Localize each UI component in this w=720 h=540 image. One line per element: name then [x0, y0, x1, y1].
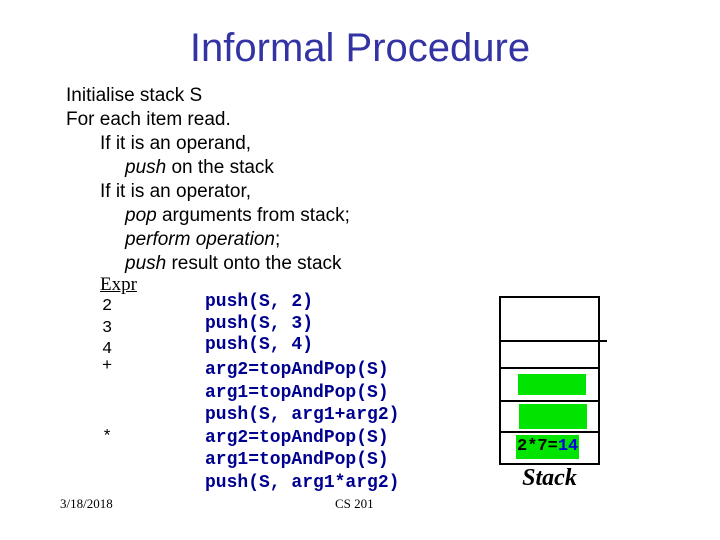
keyword-pop: pop — [125, 205, 157, 226]
expr-item-plus: + — [102, 357, 113, 376]
code-line-arg1-pop-a: arg1=topAndPop(S) — [205, 383, 389, 403]
slide-title: Informal Procedure — [189, 26, 531, 70]
stack-diagram: 2*7=14 — [499, 296, 607, 465]
procedure-text: result onto the stack — [166, 253, 342, 274]
result-expression: 2*7= — [517, 437, 558, 456]
footer-course: CS 201 — [335, 496, 374, 511]
result-value: 14 — [557, 437, 579, 456]
procedure-text: on the stack — [166, 157, 274, 178]
stack-cell-result: 2*7=14 — [501, 433, 598, 463]
code-line-push3: push(S, 3) — [205, 314, 314, 334]
stack-cell-empty-2 — [501, 342, 598, 369]
procedure-line-1: Initialise stack S — [66, 84, 202, 108]
keyword-push: push — [125, 253, 167, 274]
expr-item-3: 3 — [102, 319, 113, 338]
procedure-line-6: pop arguments from stack; — [125, 204, 350, 228]
stack-cell-filled-2 — [501, 402, 598, 433]
procedure-text: Initialise stack S — [66, 85, 203, 106]
stack-fill-rect — [518, 374, 586, 395]
expr-item-4: 4 — [102, 340, 113, 359]
keyword-perform-operation: perform operation — [125, 229, 275, 250]
procedure-text: arguments from stack; — [156, 205, 350, 226]
code-line-arg1-pop-b: arg1=topAndPop(S) — [205, 450, 389, 470]
procedure-line-8: push result onto the stack — [125, 252, 342, 276]
code-line-arg2-pop-a: arg2=topAndPop(S) — [205, 360, 389, 380]
stack-cell-empty-1 — [501, 298, 598, 342]
stack-caption: Stack — [522, 465, 577, 491]
keyword-push: push — [125, 157, 167, 178]
divider-tick — [598, 340, 607, 342]
procedure-line-2: For each item read. — [66, 108, 231, 132]
procedure-line-4: push on the stack — [125, 156, 274, 180]
expr-column-header: Expr — [100, 274, 137, 295]
code-line-push4: push(S, 4) — [205, 335, 314, 355]
code-line-push2: push(S, 2) — [205, 292, 314, 312]
procedure-line-7: perform operation; — [125, 228, 280, 252]
stack-fill-rect — [519, 404, 587, 429]
footer-date: 3/18/2018 — [60, 496, 113, 511]
procedure-text: ; — [274, 229, 281, 250]
expr-item-star: * — [102, 428, 113, 447]
code-line-push-add: push(S, arg1+arg2) — [205, 405, 400, 425]
procedure-text: For each item read. — [66, 109, 231, 130]
stack-cell-filled-1 — [501, 369, 598, 402]
code-line-push-mul: push(S, arg1*arg2) — [205, 473, 400, 493]
code-line-arg2-pop-b: arg2=topAndPop(S) — [205, 428, 389, 448]
stack-result-text: 2*7=14 — [516, 435, 580, 459]
expr-item-2: 2 — [102, 297, 113, 316]
procedure-line-3: If it is an operand, — [100, 132, 251, 156]
procedure-line-5: If it is an operator, — [100, 180, 251, 204]
procedure-text: If it is an operand, — [100, 133, 252, 154]
procedure-text: If it is an operator, — [100, 181, 252, 202]
